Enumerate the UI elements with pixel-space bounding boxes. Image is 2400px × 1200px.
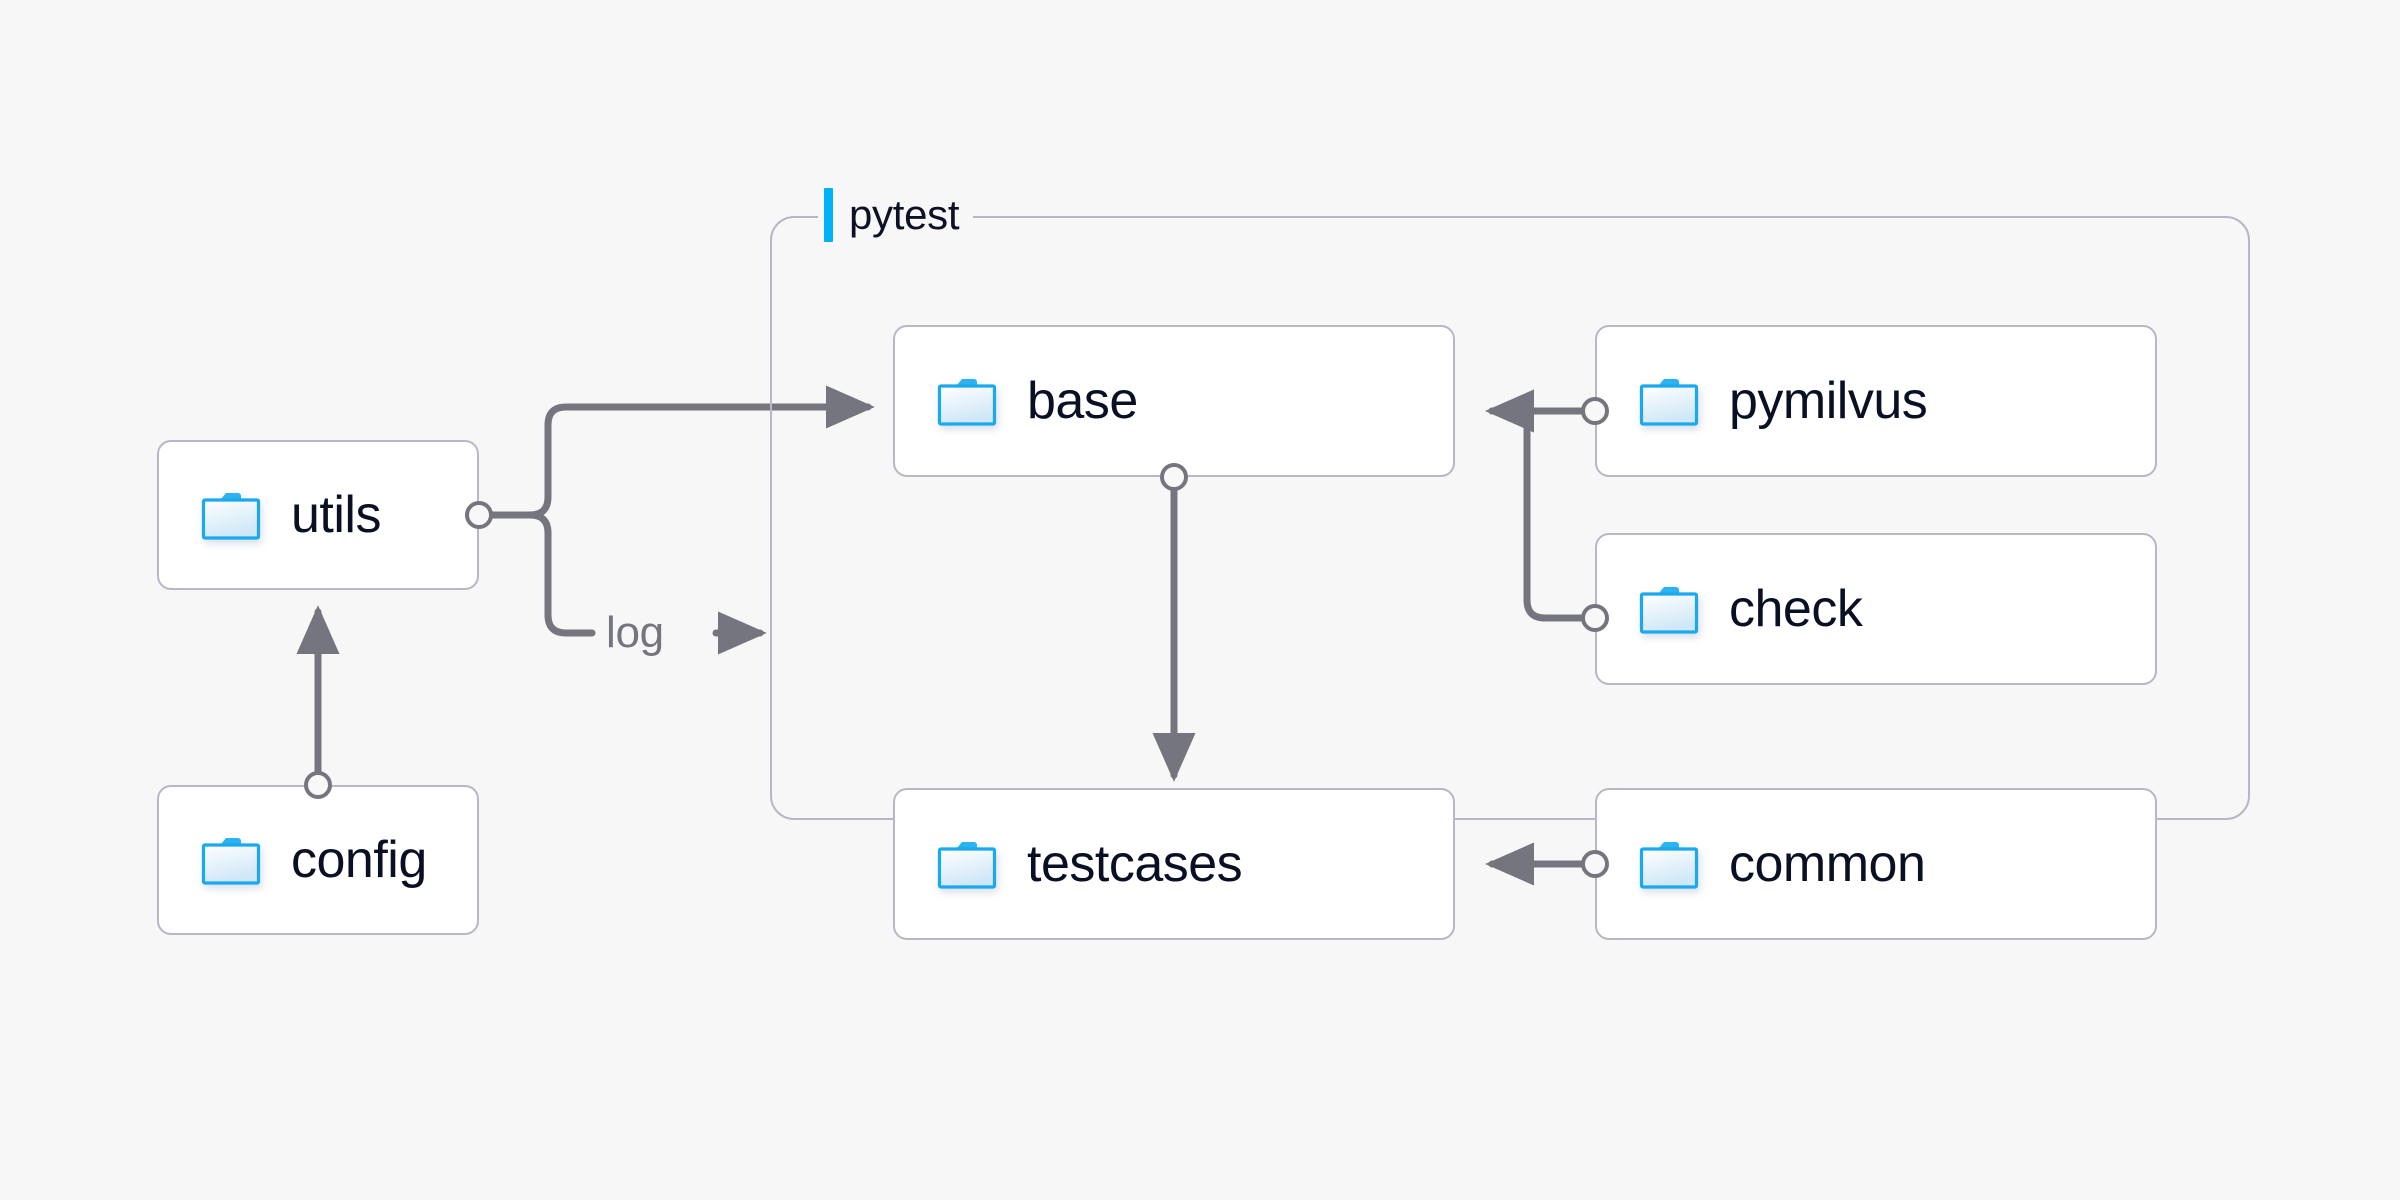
node-label: pymilvus [1729,372,1928,430]
node-pymilvus[interactable]: pymilvus [1595,325,2157,477]
group-pytest-label: pytest [818,188,974,242]
group-pytest[interactable] [770,216,2250,820]
node-common[interactable]: common [1595,788,2157,940]
common-left-port[interactable] [1581,850,1609,878]
base-bottom-port[interactable] [1160,463,1188,491]
node-label: utils [291,486,381,544]
node-label: check [1729,580,1863,638]
node-label: common [1729,835,1926,893]
node-utils[interactable]: utils [157,440,479,590]
node-label: testcases [1027,835,1243,893]
node-base[interactable]: base [893,325,1455,477]
pymilvus-left-port[interactable] [1581,397,1609,425]
folder-icon [1639,583,1701,635]
folder-icon [201,489,263,541]
folder-icon [201,834,263,886]
node-label: base [1027,372,1138,430]
check-left-port[interactable] [1581,604,1609,632]
node-label: config [291,831,427,889]
node-testcases[interactable]: testcases [893,788,1455,940]
node-config[interactable]: config [157,785,479,935]
folder-icon [937,375,999,427]
group-accent-bar [824,188,833,242]
folder-icon [937,838,999,890]
edge-label-log: log [600,608,670,658]
utils-right-port[interactable] [465,501,493,529]
config-top-port[interactable] [304,771,332,799]
group-title: pytest [849,191,960,238]
folder-icon [1639,375,1701,427]
node-check[interactable]: check [1595,533,2157,685]
edge-utils-to-log [489,511,596,637]
folder-icon [1639,838,1701,890]
